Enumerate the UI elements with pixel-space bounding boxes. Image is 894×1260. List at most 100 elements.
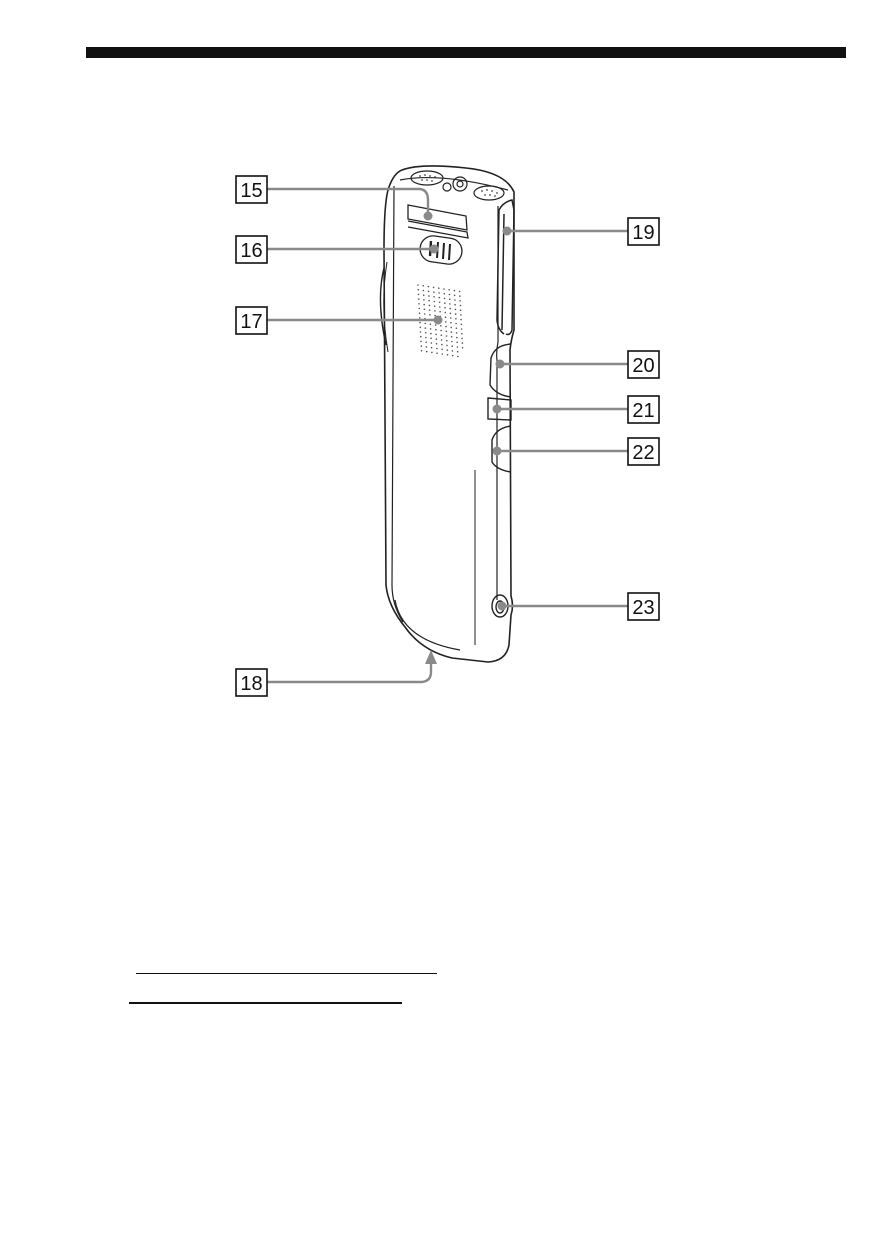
speaker-hole bbox=[441, 344, 443, 346]
speaker-hole bbox=[450, 327, 452, 329]
speaker-hole bbox=[420, 327, 422, 329]
callout-21: 21 bbox=[628, 396, 659, 423]
speaker-hole bbox=[460, 309, 462, 311]
speaker-hole bbox=[460, 314, 462, 316]
speaker-hole bbox=[452, 355, 454, 357]
speaker-hole bbox=[461, 338, 463, 340]
speaker-hole bbox=[451, 331, 453, 333]
speaker-hole bbox=[425, 337, 427, 339]
speaker-hole bbox=[439, 311, 441, 313]
callout-20-label: 20 bbox=[632, 355, 654, 377]
speaker-hole bbox=[418, 289, 420, 291]
speaker-hole bbox=[433, 291, 435, 293]
speaker-hole bbox=[439, 302, 441, 304]
callout-15-label: 15 bbox=[240, 180, 262, 202]
speaker-hole bbox=[426, 346, 428, 348]
speaker-hole bbox=[435, 329, 437, 331]
speaker-hole bbox=[428, 300, 430, 302]
speaker-hole bbox=[422, 285, 424, 287]
speaker-hole bbox=[444, 307, 446, 309]
callout-18-label: 18 bbox=[240, 673, 262, 695]
speaker-hole bbox=[448, 289, 450, 291]
callout-22: 22 bbox=[628, 438, 659, 465]
speaker-hole bbox=[461, 324, 463, 326]
speaker-hole bbox=[434, 305, 436, 307]
callout-21-label: 21 bbox=[632, 400, 654, 422]
speaker-hole bbox=[430, 333, 432, 335]
speaker-hole bbox=[445, 321, 447, 323]
speaker-hole bbox=[462, 342, 464, 344]
speaker-hole bbox=[446, 331, 448, 333]
speaker-hole bbox=[456, 327, 458, 329]
speaker-hole bbox=[455, 313, 457, 315]
speaker-hole bbox=[424, 323, 426, 325]
speaker-hole bbox=[418, 298, 420, 300]
speaker-hole bbox=[447, 354, 449, 356]
speaker-hole bbox=[456, 337, 458, 339]
speaker-hole bbox=[454, 290, 456, 292]
speaker-hole bbox=[423, 299, 425, 301]
speaker-hole bbox=[430, 328, 432, 330]
speaker-hole bbox=[431, 352, 433, 354]
speaker-hole bbox=[430, 323, 432, 325]
underline-rule-1 bbox=[136, 973, 437, 974]
speaker-hole bbox=[429, 305, 431, 307]
speaker-hole bbox=[441, 349, 443, 351]
leader-15 bbox=[267, 189, 428, 214]
speaker-hole bbox=[439, 306, 441, 308]
callout-19: 19 bbox=[628, 218, 659, 245]
speaker-hole bbox=[436, 343, 438, 345]
speaker-hole bbox=[418, 303, 420, 305]
speaker-hole bbox=[447, 349, 449, 351]
speaker-hole bbox=[460, 319, 462, 321]
speaker-hole bbox=[438, 292, 440, 294]
speaker-hole bbox=[431, 347, 433, 349]
speaker-hole bbox=[459, 291, 461, 293]
speaker-hole bbox=[450, 322, 452, 324]
speaker-hole bbox=[452, 350, 454, 352]
callout-15: 15 bbox=[236, 176, 267, 203]
speaker-hole bbox=[455, 323, 457, 325]
speaker-hole bbox=[451, 336, 453, 338]
speaker-hole bbox=[442, 353, 444, 355]
speaker-hole bbox=[436, 352, 438, 354]
speaker-hole bbox=[429, 309, 431, 311]
speaker-hole bbox=[428, 291, 430, 293]
speaker-hole bbox=[449, 298, 451, 300]
speaker-hole bbox=[425, 332, 427, 334]
display-window bbox=[408, 205, 468, 238]
speaker-hole bbox=[454, 299, 456, 301]
callout-20: 20 bbox=[628, 351, 659, 378]
speaker-hole bbox=[439, 297, 441, 299]
speaker-hole bbox=[425, 327, 427, 329]
callout-23-label: 23 bbox=[632, 597, 654, 619]
speaker-hole bbox=[445, 312, 447, 314]
callout-17-label: 17 bbox=[240, 311, 262, 333]
speaker-hole bbox=[462, 347, 464, 349]
speaker-hole bbox=[451, 341, 453, 343]
speaker-hole bbox=[430, 338, 432, 340]
speaker-hole bbox=[456, 342, 458, 344]
speaker-hole bbox=[449, 308, 451, 310]
leader-18 bbox=[267, 660, 431, 682]
speaker-hole bbox=[455, 309, 457, 311]
underline-rule-2 bbox=[129, 1002, 402, 1004]
callout-18: 18 bbox=[236, 669, 267, 696]
speaker-hole bbox=[446, 340, 448, 342]
speaker-hole bbox=[426, 351, 428, 353]
speaker-hole bbox=[457, 346, 459, 348]
speaker-hole bbox=[428, 286, 430, 288]
speaker-hole bbox=[418, 294, 420, 296]
speaker-hole bbox=[457, 356, 459, 358]
speaker-hole bbox=[425, 341, 427, 343]
speaker-hole bbox=[461, 333, 463, 335]
speaker-hole bbox=[444, 298, 446, 300]
speaker-hole bbox=[444, 302, 446, 304]
speaker-hole bbox=[436, 348, 438, 350]
speaker-hole bbox=[457, 351, 459, 353]
speaker-hole bbox=[451, 345, 453, 347]
callout-17: 17 bbox=[236, 307, 267, 334]
speaker-hole bbox=[419, 317, 421, 319]
speaker-hole bbox=[423, 304, 425, 306]
